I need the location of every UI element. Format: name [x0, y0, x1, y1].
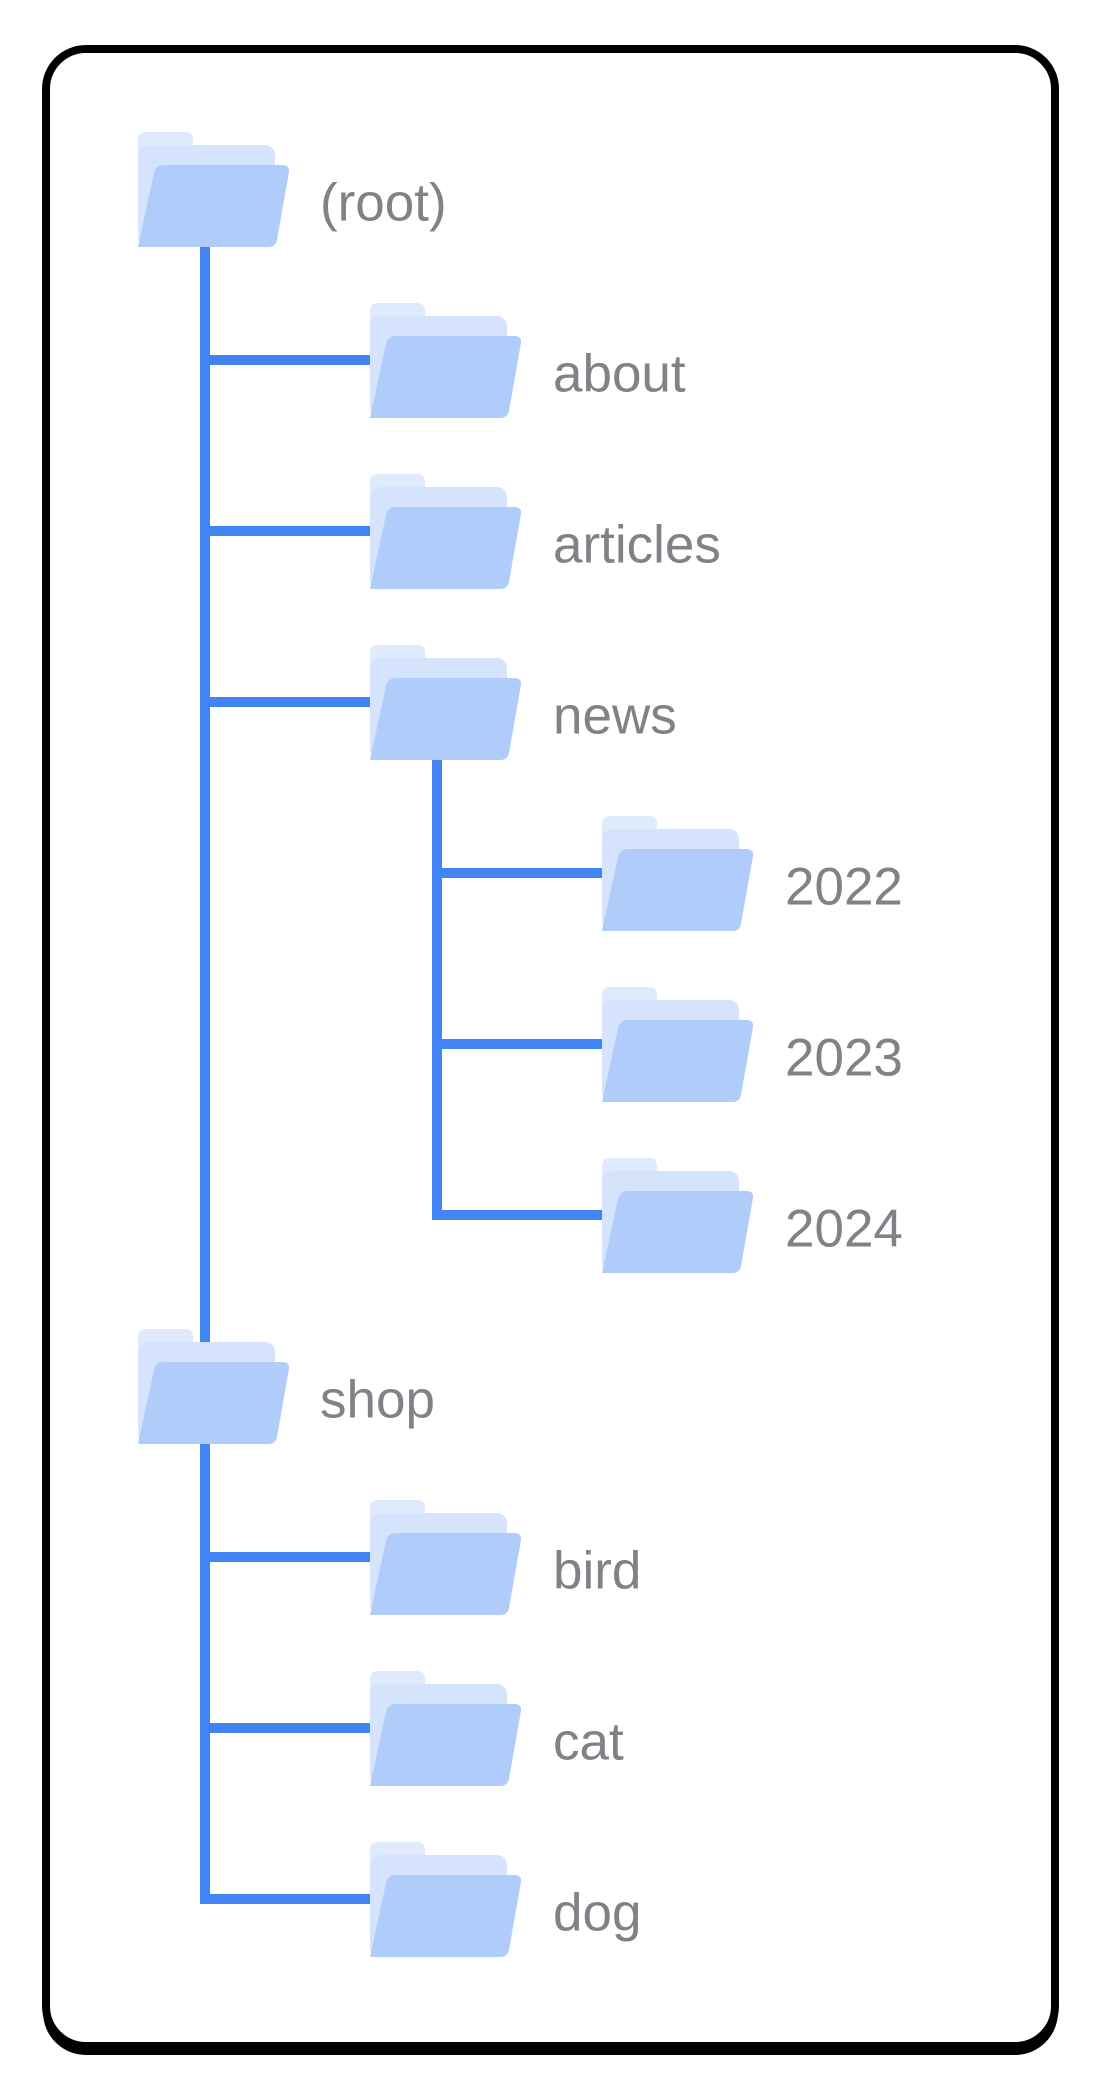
folder-label-cat: cat [553, 1712, 624, 1772]
tree-trunk-line-news [432, 757, 442, 1220]
folder-label-dog: dog [553, 1883, 642, 1943]
tree-branch-line-y2022 [432, 868, 622, 878]
folder-label-about: about [553, 344, 686, 404]
folder-label-y2024: 2024 [785, 1199, 903, 1259]
tree-branch-line-articles [200, 526, 390, 536]
tree-branch-line-y2024 [432, 1210, 622, 1220]
folder-icon-y2024 [602, 1158, 754, 1273]
folder-icon-dog [370, 1842, 522, 1957]
folder-label-y2022: 2022 [785, 857, 903, 917]
folder-label-shop: shop [320, 1370, 435, 1430]
folder-icon-articles [370, 474, 522, 589]
folder-icon-root [138, 132, 290, 247]
folder-label-news: news [553, 686, 677, 746]
folder-label-articles: articles [553, 515, 721, 575]
tree-branch-line-about [200, 355, 390, 365]
folder-label-root: (root) [320, 173, 447, 233]
tree-branch-line-news [200, 697, 390, 707]
folder-label-bird: bird [553, 1541, 642, 1601]
folder-icon-y2023 [602, 987, 754, 1102]
folder-label-y2023: 2023 [785, 1028, 903, 1088]
tree-trunk-line-root [200, 244, 210, 1386]
folder-icon-about [370, 303, 522, 418]
tree-trunk-line-shop [200, 1441, 210, 1904]
tree-branch-line-cat [200, 1723, 390, 1733]
folder-icon-shop [138, 1329, 290, 1444]
folder-icon-news [370, 645, 522, 760]
tree-branch-line-y2023 [432, 1039, 622, 1049]
folder-icon-cat [370, 1671, 522, 1786]
tree-branch-line-dog [200, 1894, 390, 1904]
tree-branch-line-bird [200, 1552, 390, 1562]
folder-icon-bird [370, 1500, 522, 1615]
folder-icon-y2022 [602, 816, 754, 931]
